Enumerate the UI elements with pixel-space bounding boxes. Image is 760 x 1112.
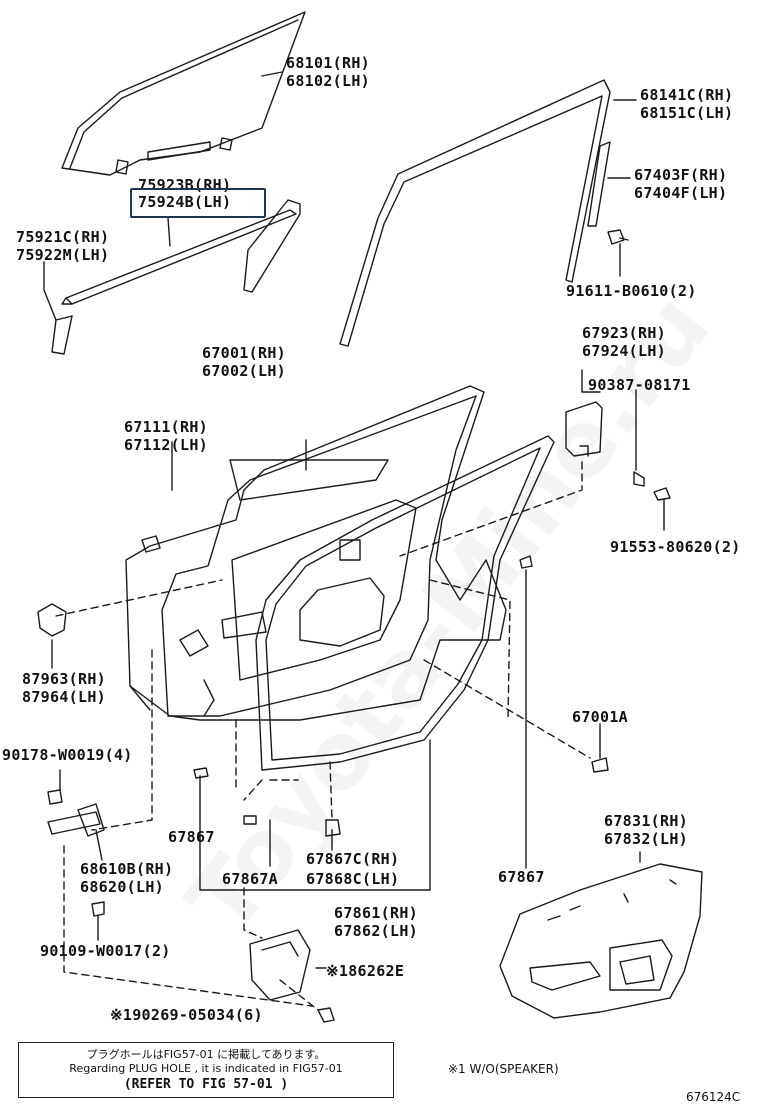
door-glass-68101 [61, 11, 306, 176]
plug-67001a [591, 723, 609, 773]
inner-panel [161, 395, 477, 717]
clip-67867-left [193, 767, 341, 837]
rear-channel-67403 [587, 141, 611, 227]
label-67868c: 67868C(LH) [306, 870, 400, 888]
note-reference: (REFER TO FIG 57-01 ) [123, 1077, 289, 1092]
mirror-cover-67923 [565, 369, 671, 531]
label-186262: ※186262E [326, 962, 405, 980]
footnote: ※1 W/O(SPEAKER) [448, 1062, 559, 1076]
label-91553: 91553-80620(2) [610, 538, 741, 556]
label-90387: 90387-08171 [588, 376, 691, 394]
label-87963: 87963(RH) 87964(LH) [22, 670, 106, 706]
door-weatherstrip-67861 [255, 435, 555, 771]
hinge-68610 [47, 769, 105, 941]
label-91611: 91611-B0610(2) [566, 282, 697, 300]
leader-75921 [43, 261, 57, 321]
hole-cover-87963 [37, 603, 67, 669]
speaker-cover-186262 [249, 929, 335, 1023]
label-190269: ※190269-05034(6) [110, 1006, 263, 1024]
note-japanese: プラグホールはFIG57-01 に掲載してあります。 [86, 1048, 326, 1061]
clip-67867-right [519, 555, 533, 869]
label-68141: 68141C(RH) 68151C(LH) [640, 86, 734, 122]
trim-board-67831 [499, 851, 703, 1019]
label-67867c: 67867C(RH) [306, 850, 400, 868]
label-68610: 68610B(RH) 68620(LH) [80, 860, 174, 896]
label-90178: 90178-W0019(4) [2, 746, 133, 764]
note-english: Regarding PLUG HOLE , it is indicated in… [69, 1062, 343, 1075]
bottom-leaders [199, 739, 431, 891]
label-67867-left: 67867 [168, 828, 215, 846]
label-68101: 68101(RH) 68102(LH) [286, 54, 370, 90]
glass-run-68141 [339, 79, 611, 347]
label-67831: 67831(RH) 67832(LH) [604, 812, 688, 848]
label-67861: 67861(RH) 67862(LH) [334, 904, 418, 940]
label-67001a: 67001A [572, 708, 628, 726]
door-panel-67001 [125, 385, 507, 721]
belt-molding-strip [61, 209, 297, 305]
label-67867a: 67867A [222, 870, 278, 888]
highlight-75924 [130, 188, 266, 218]
leader-75924 [167, 217, 171, 247]
label-67403: 67403F(RH) 67404F(LH) [634, 166, 728, 202]
plug-hole-note: プラグホールはFIG57-01 に掲載してあります。 Regarding PLU… [18, 1042, 394, 1098]
leader-68101 [261, 71, 283, 77]
dashed-guides [55, 461, 591, 1011]
figure-code: 676124C [686, 1090, 741, 1104]
label-75921: 75921C(RH) 75922M(LH) [16, 228, 110, 264]
bolt-91611 [607, 229, 629, 277]
label-67001: 67001(RH) 67002(LH) [202, 344, 286, 380]
label-90109: 90109-W0017(2) [40, 942, 171, 960]
label-67867-right: 67867 [498, 868, 545, 886]
front-garnish [51, 199, 301, 355]
label-67111: 67111(RH) 67112(LH) [124, 418, 208, 454]
label-67923: 67923(RH) 67924(LH) [582, 324, 666, 360]
label-75924: 75924B(LH) [138, 193, 232, 211]
